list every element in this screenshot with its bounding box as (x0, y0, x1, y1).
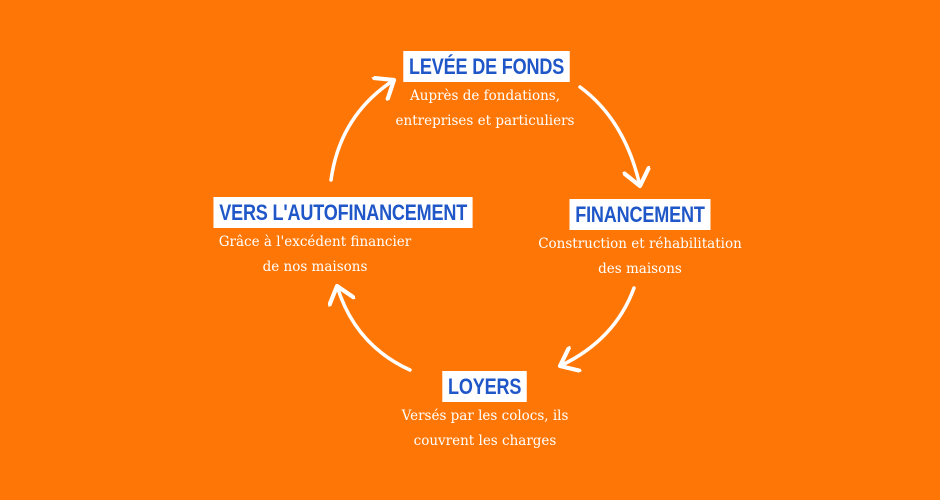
desc-line: entreprises et particuliers (395, 113, 575, 129)
arrow-right-to-bottom (560, 286, 636, 366)
desc-line: Construction et réhabilitation (538, 236, 742, 252)
node-loyers: LOYERS Versés par les colocs, ils couvre… (385, 371, 585, 454)
desc-line: Versés par les colocs, ils (401, 408, 569, 424)
node-financement: FINANCEMENT Construction et réhabilitati… (530, 199, 750, 282)
node-title: FINANCEMENT (569, 199, 711, 230)
node-autofinancement: VERS L'AUTOFINANCEMENT Grâce à l'excéden… (185, 197, 473, 280)
node-description: Construction et réhabilitation des maiso… (530, 232, 750, 282)
node-title: VERS L'AUTOFINANCEMENT (213, 197, 473, 228)
desc-line: Auprès de fondations, (410, 88, 560, 104)
node-description: Grâce à l'excédent financier de nos mais… (185, 230, 445, 280)
node-title: LEVÉE DE FONDS (403, 51, 570, 82)
desc-line: couvrent les charges (413, 433, 557, 449)
desc-line: Grâce à l'excédent financier (218, 234, 412, 250)
arrow-bottom-to-left (337, 286, 412, 372)
arrow-top-to-right (578, 85, 640, 186)
node-description: Auprès de fondations, entreprises et par… (385, 84, 585, 134)
node-title: LOYERS (442, 371, 528, 402)
desc-line: de nos maisons (262, 259, 368, 275)
node-description: Versés par les colocs, ils couvrent les … (385, 404, 585, 454)
node-levee-de-fonds: LEVÉE DE FONDS Auprès de fondations, ent… (385, 51, 585, 134)
desc-line: des maisons (598, 261, 682, 277)
arrow-left-to-top (329, 80, 394, 182)
